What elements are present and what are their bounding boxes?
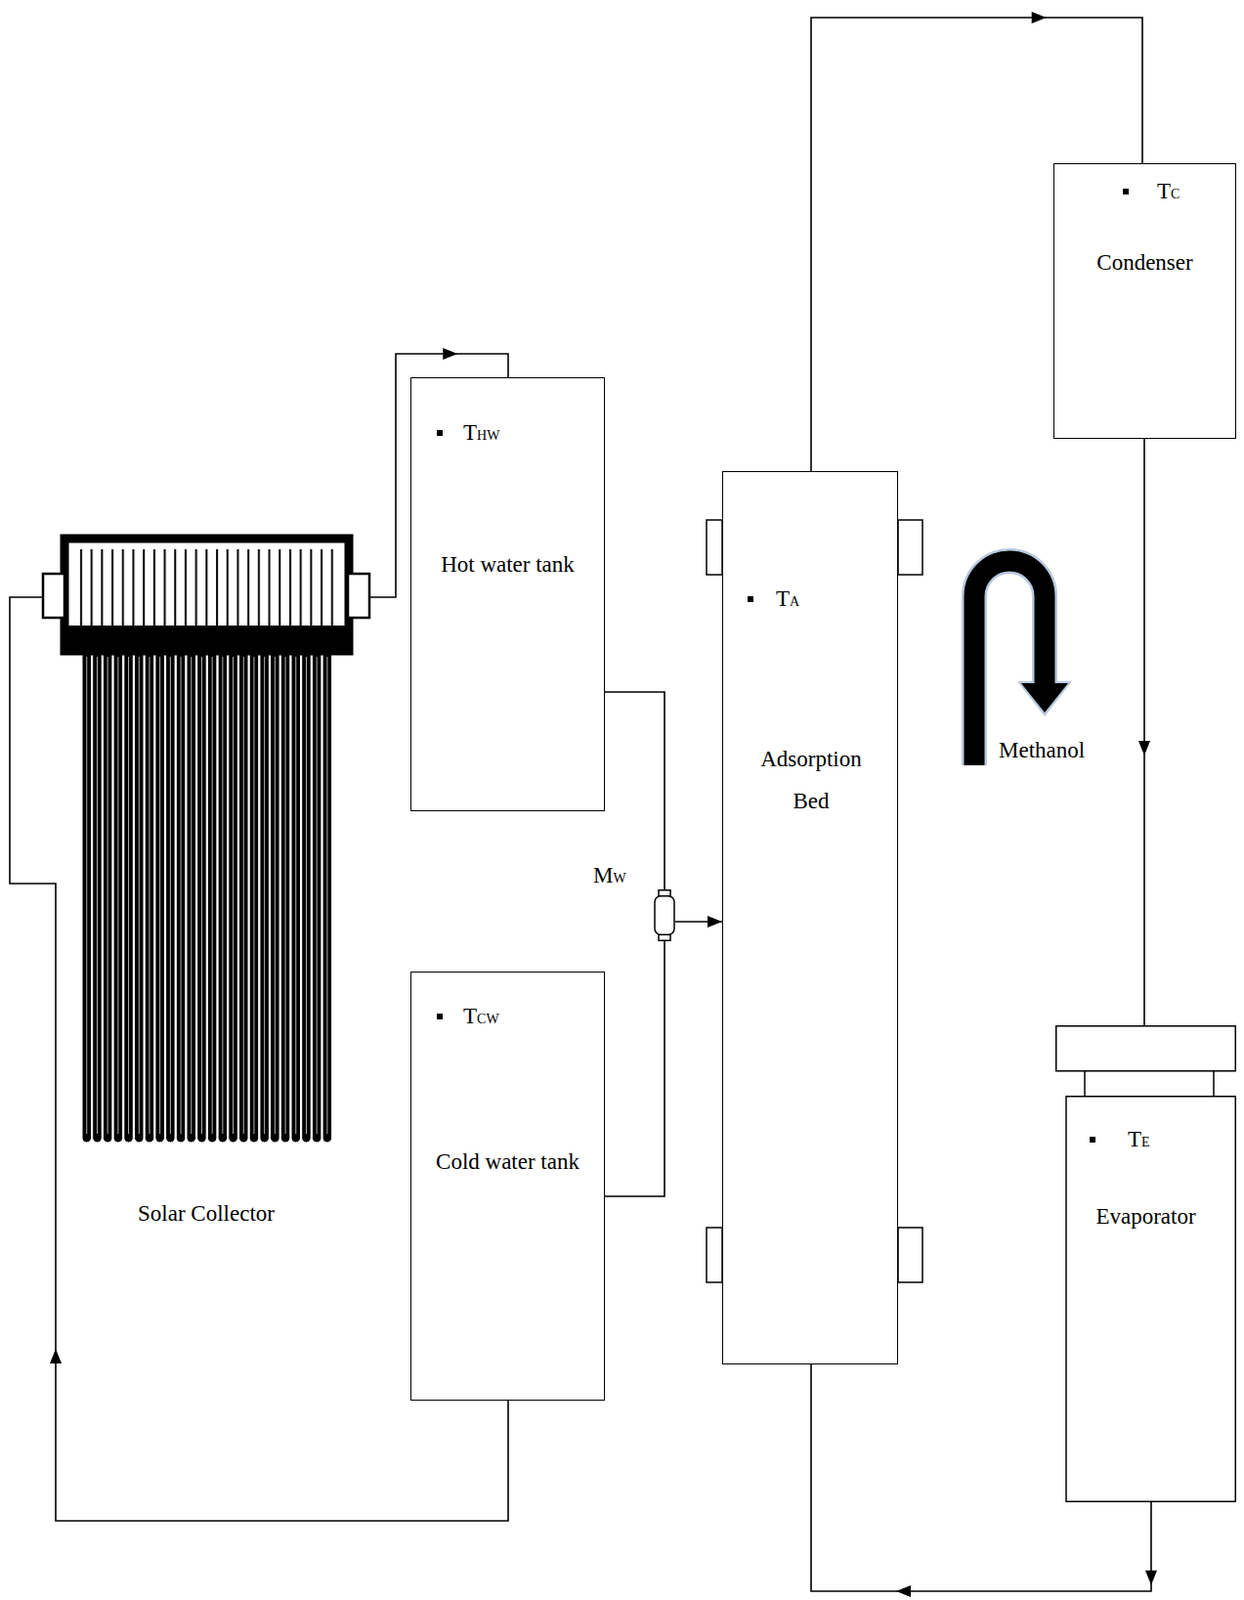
- valve-outline: [653, 889, 676, 942]
- bed-label: Adsorption Bed: [747, 737, 875, 822]
- fluid-label: Methanol: [998, 736, 1085, 765]
- arrow-shadow: [1017, 681, 1073, 717]
- sensor-dot: [1089, 1136, 1096, 1143]
- solar-collector: Solar Collector: [42, 538, 370, 1242]
- vacuum-tube: [197, 650, 208, 1143]
- temperature-label: TCW: [463, 1002, 500, 1033]
- arrow-head: [1138, 740, 1151, 756]
- vacuum-tube: [155, 650, 166, 1143]
- vacuum-tube: [144, 650, 155, 1143]
- collector-header: [64, 538, 349, 651]
- vacuum-tube: [249, 650, 259, 1143]
- vacuum-tube: [228, 650, 239, 1143]
- vacuum-tube: [311, 650, 322, 1143]
- bed-fitting: [898, 1227, 923, 1283]
- vacuum-tube: [270, 650, 281, 1143]
- tank-label: Cold water tank: [411, 1148, 604, 1176]
- arrow-head: [1021, 683, 1069, 713]
- vacuum-tube: [92, 650, 103, 1143]
- bed-fitting: [898, 519, 923, 575]
- valve-body: [654, 896, 675, 936]
- arrow-head: [707, 915, 723, 928]
- temperature-label: THW: [463, 419, 500, 450]
- pipe-connector: [675, 915, 723, 928]
- temperature-label: TC: [1157, 177, 1180, 209]
- vacuum-tube: [259, 650, 270, 1143]
- arrow-body: [974, 560, 1045, 766]
- arrow-shadow: [974, 560, 1045, 766]
- evaporator-label: Evaporator: [1055, 1202, 1237, 1231]
- arrow-head: [442, 347, 458, 360]
- pipe-fitting: [42, 573, 65, 618]
- vacuum-tube: [322, 650, 333, 1143]
- pipe-line: [604, 941, 665, 1197]
- pipe-connector: [1138, 438, 1151, 1026]
- vacuum-tube: [124, 650, 134, 1143]
- collector-label: Solar Collector: [42, 1200, 370, 1228]
- header-pipes: [74, 549, 340, 626]
- vacuum-tube: [82, 650, 92, 1143]
- arrow-head: [1145, 1570, 1158, 1586]
- pipe-line: [604, 691, 665, 890]
- adsorption-bed: TA Adsorption Bed: [722, 471, 899, 1365]
- valve-cap: [658, 934, 671, 941]
- valve-cap: [658, 890, 671, 897]
- arrow-head: [896, 1585, 911, 1597]
- evaporator-neck: [1084, 1071, 1214, 1097]
- arrow-head: [1031, 11, 1047, 24]
- pipe-connector: [9, 597, 509, 1521]
- pipe-connector: [604, 941, 665, 1197]
- flow-label: MW: [593, 861, 627, 893]
- vacuum-tube: [113, 650, 124, 1143]
- valve: MW: [653, 889, 676, 942]
- vacuum-tube: [207, 650, 217, 1143]
- bed-fitting: [706, 519, 723, 575]
- collector-tubes: [82, 650, 333, 1143]
- pipe-connector: [604, 691, 665, 890]
- sensor-dot: [436, 429, 443, 436]
- evaporator-body: [1066, 1096, 1236, 1502]
- condenser-box: TC Condenser: [1053, 163, 1237, 439]
- temperature-label: TE: [1127, 1125, 1151, 1157]
- sensor-dot: [436, 1013, 443, 1020]
- tank-label: Hot water tank: [411, 551, 604, 579]
- vacuum-tube: [175, 650, 186, 1143]
- pipe-fitting: [347, 573, 370, 618]
- pipe-line: [9, 597, 509, 1521]
- methanol-arrow: [974, 560, 1073, 766]
- vacuum-tube: [166, 650, 176, 1143]
- tank-box: TCW Cold water tank: [410, 971, 605, 1401]
- tank-box: THW Hot water tank: [410, 377, 605, 812]
- temperature-label: TA: [775, 585, 800, 616]
- vacuum-tube: [280, 650, 291, 1143]
- vacuum-tube: [134, 650, 145, 1143]
- pipe-line: [1143, 438, 1146, 1026]
- pipe-line: [811, 17, 1143, 472]
- sensor-dot: [747, 596, 754, 602]
- arrow-head: [49, 1348, 62, 1364]
- condenser-label: Condenser: [1054, 249, 1236, 277]
- evaporator: TE Evaporator: [1055, 1025, 1237, 1502]
- vacuum-tube: [217, 650, 228, 1143]
- vacuum-tube: [239, 650, 250, 1143]
- vacuum-tube: [186, 650, 197, 1143]
- vacuum-tube: [102, 650, 113, 1143]
- evaporator-outline: [1055, 1025, 1237, 1502]
- vacuum-tube: [291, 650, 301, 1143]
- bed-fitting: [706, 1227, 723, 1283]
- vacuum-tube: [301, 650, 312, 1143]
- sensor-dot: [1122, 188, 1129, 195]
- pipe-connector: [811, 11, 1143, 472]
- evaporator-cap: [1056, 1026, 1237, 1072]
- header-bar: [64, 625, 349, 651]
